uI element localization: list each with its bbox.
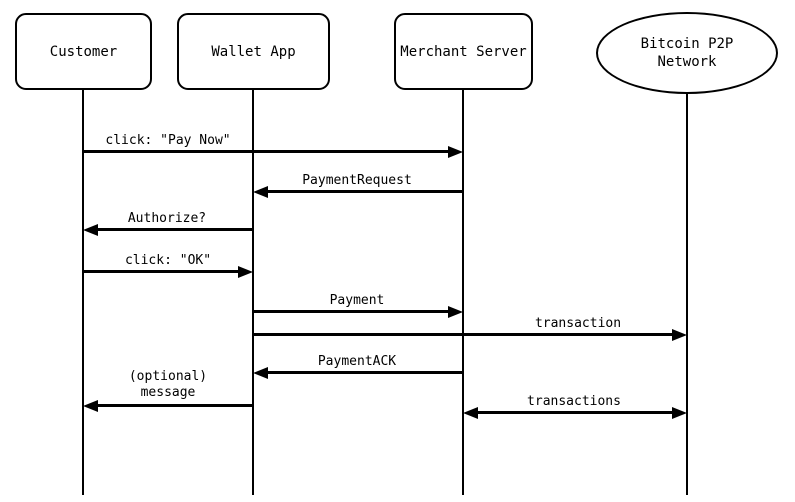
message-click-pay-now-label: click: "Pay Now" bbox=[105, 133, 231, 148]
message-payment-ack-label: PaymentACK bbox=[317, 354, 397, 369]
message-transactions-label: transactions bbox=[527, 394, 621, 409]
arrowhead-left-icon bbox=[253, 367, 268, 379]
message-optional-message-line bbox=[96, 404, 253, 407]
actor-merchant-server: Merchant Server bbox=[394, 13, 533, 90]
message-transactions-line bbox=[476, 411, 674, 414]
message-click-ok-label: click: "OK" bbox=[124, 253, 212, 268]
actor-customer-label: Customer bbox=[49, 43, 118, 60]
message-payment-request-line bbox=[266, 190, 463, 193]
message-authorize-line bbox=[96, 228, 253, 231]
message-payment-request-label: PaymentRequest bbox=[302, 173, 412, 188]
arrowhead-right-icon bbox=[672, 329, 687, 341]
lifeline-merchant-server bbox=[462, 90, 464, 495]
message-click-pay-now-line bbox=[83, 150, 450, 153]
actor-customer: Customer bbox=[15, 13, 152, 90]
arrowhead-right-icon bbox=[672, 407, 687, 419]
lifeline-customer bbox=[82, 90, 84, 495]
message-payment-label: Payment bbox=[329, 293, 385, 308]
message-optional-message-label: (optional) message bbox=[128, 369, 208, 400]
message-transaction-line bbox=[253, 333, 674, 336]
message-transaction-label: transaction bbox=[534, 316, 622, 331]
arrowhead-right-icon bbox=[448, 146, 463, 158]
message-authorize-label: Authorize? bbox=[127, 211, 207, 226]
arrowhead-left-icon bbox=[463, 407, 478, 419]
lifeline-bitcoin-p2p-network bbox=[686, 93, 688, 495]
arrowhead-right-icon bbox=[448, 306, 463, 318]
actor-bitcoin-p2p-network-label: Bitcoin P2P Network bbox=[640, 36, 734, 70]
message-click-ok-line bbox=[83, 270, 240, 273]
actor-wallet-app: Wallet App bbox=[177, 13, 330, 90]
arrowhead-left-icon bbox=[83, 400, 98, 412]
arrowhead-right-icon bbox=[238, 266, 253, 278]
message-payment-line bbox=[253, 310, 450, 313]
actor-bitcoin-p2p-network: Bitcoin P2P Network bbox=[596, 12, 778, 94]
arrowhead-left-icon bbox=[83, 224, 98, 236]
lifeline-wallet-app bbox=[252, 90, 254, 495]
message-payment-ack-line bbox=[266, 371, 463, 374]
arrowhead-left-icon bbox=[253, 186, 268, 198]
actor-merchant-server-label: Merchant Server bbox=[400, 43, 527, 60]
actor-wallet-app-label: Wallet App bbox=[211, 43, 296, 60]
